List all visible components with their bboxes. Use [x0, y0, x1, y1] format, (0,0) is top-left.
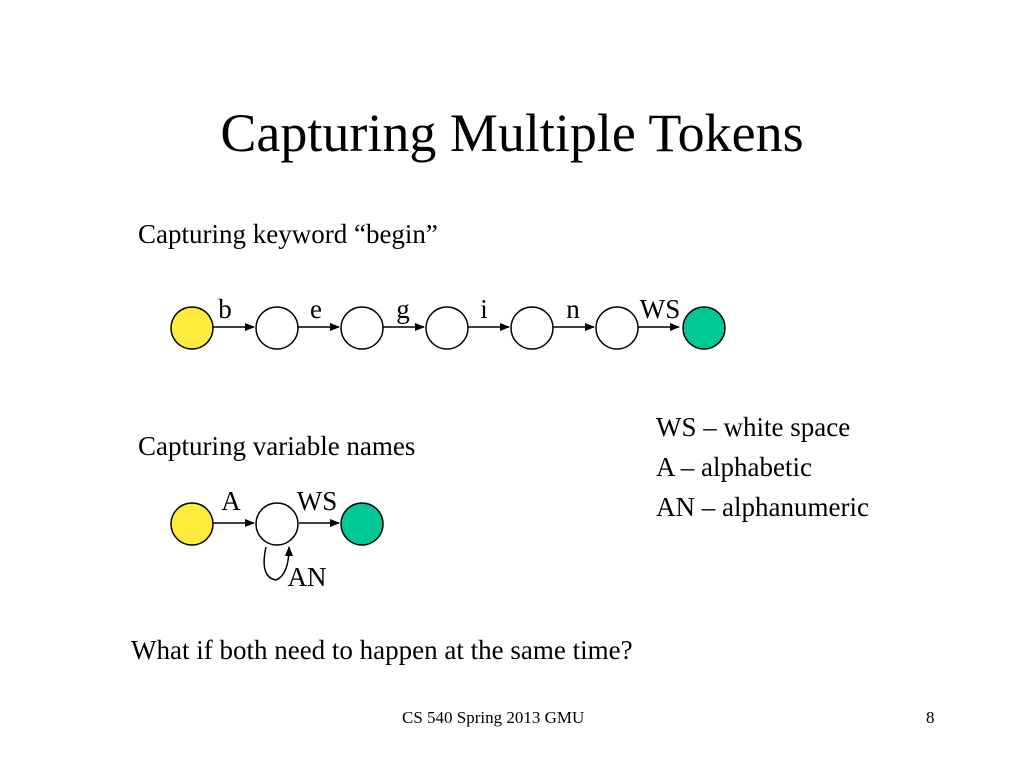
legend-item-a: A – alphabetic [656, 452, 812, 482]
state-2 [340, 306, 384, 350]
section-heading-variables: Capturing variable names [138, 431, 416, 461]
section-heading-keyword: Capturing keyword “begin” [138, 219, 438, 249]
transition-label-g: g [396, 294, 410, 324]
keyword-automaton: b e g i n WS [170, 294, 726, 350]
transition-label-ws: WS [640, 294, 681, 324]
transition-label-i: i [480, 294, 488, 324]
self-loop-label: AN [288, 562, 327, 592]
state-3 [425, 306, 469, 350]
question-text: What if both need to happen at the same … [131, 635, 633, 665]
start-state [170, 306, 214, 350]
start-state-2 [170, 502, 214, 546]
footer-course: CS 540 Spring 2013 GMU [402, 708, 585, 727]
loop-state [255, 502, 299, 546]
legend-item-ws: WS – white space [656, 412, 851, 442]
transition-label-ws-2: WS [297, 486, 338, 516]
transition-label-a: A [221, 486, 241, 516]
page-number: 8 [926, 708, 935, 727]
transition-label-b: b [218, 294, 232, 324]
accept-state [682, 306, 726, 350]
legend-item-an: AN – alphanumeric [656, 492, 869, 522]
self-loop-edge [263, 546, 293, 581]
slide-title: Capturing Multiple Tokens [220, 103, 804, 163]
accept-state-2 [340, 502, 384, 546]
state-5 [595, 306, 639, 350]
transition-label-n: n [566, 294, 580, 324]
abbreviation-legend: WS – white space A – alphabetic AN – alp… [656, 407, 869, 527]
state-1 [255, 306, 299, 350]
variable-automaton: A WS AN [170, 486, 384, 592]
state-4 [510, 306, 554, 350]
transition-label-e: e [310, 294, 322, 324]
